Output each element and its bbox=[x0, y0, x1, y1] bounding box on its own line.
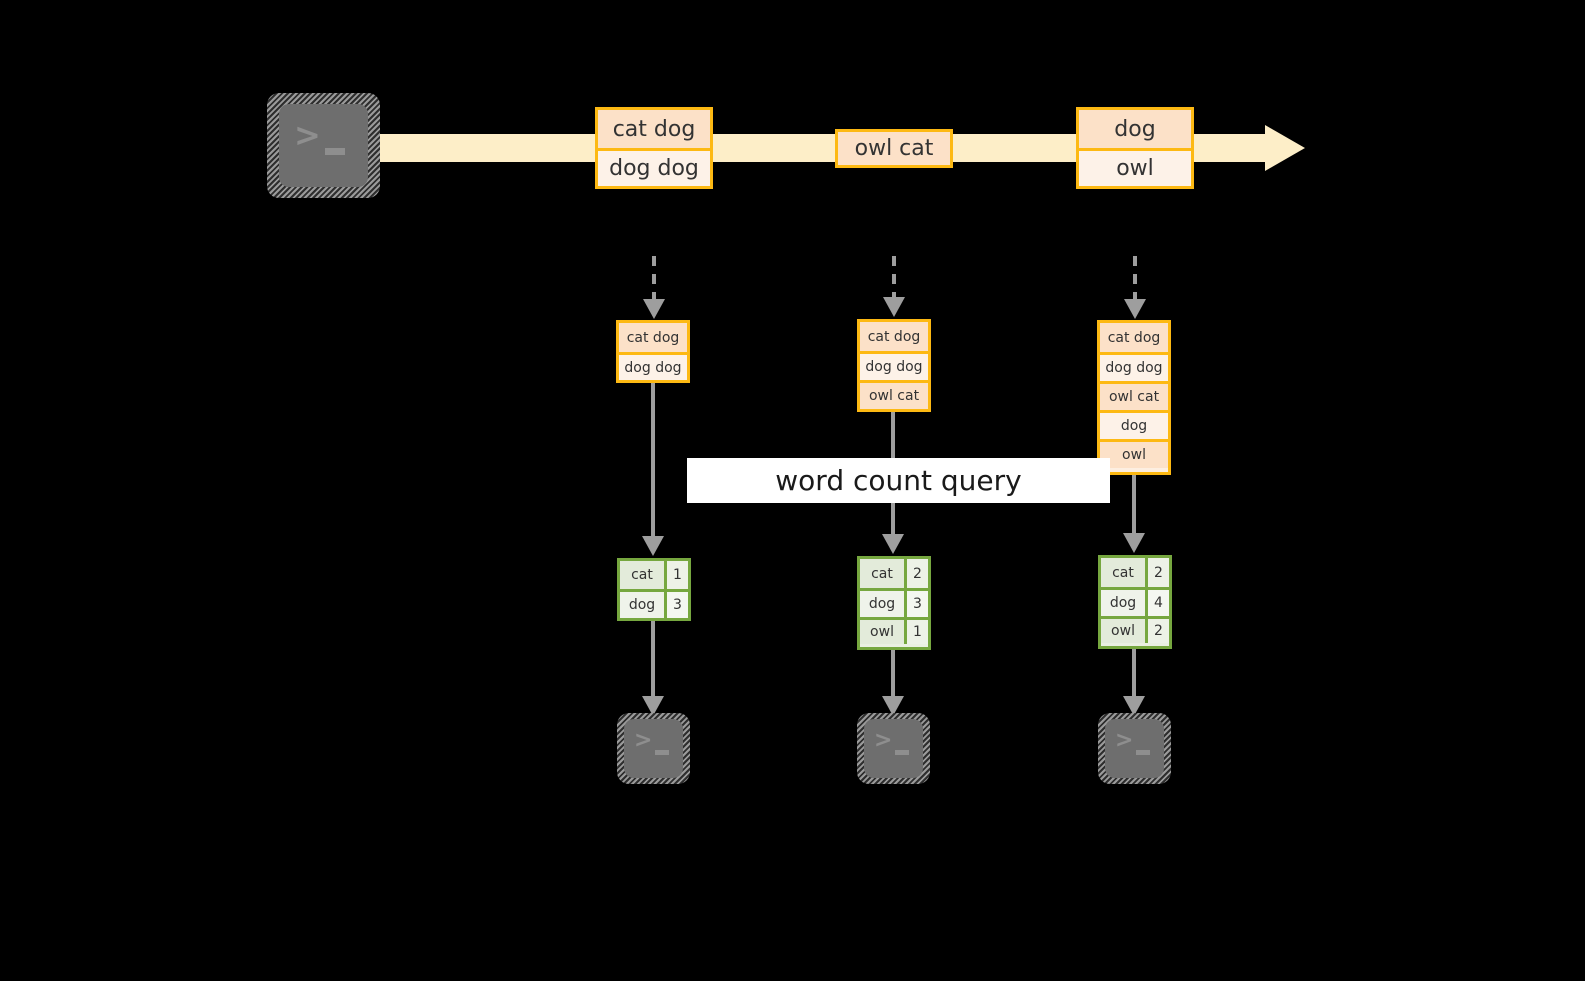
output-connector-1 bbox=[651, 621, 655, 698]
snapshot-line: cat dog bbox=[860, 322, 928, 351]
result-word: cat bbox=[1101, 558, 1145, 587]
snapshot-line: dog bbox=[1100, 410, 1168, 439]
consumer-terminal-1[interactable]: > bbox=[617, 713, 690, 784]
terminal-prompt-icon: > bbox=[1115, 728, 1134, 753]
query-connector-2-arrowhead-icon bbox=[882, 534, 904, 554]
snapshot-1[interactable]: cat dog dog dog bbox=[616, 320, 690, 383]
terminal-screen bbox=[279, 104, 368, 187]
stream-event-3[interactable]: dog owl bbox=[1076, 107, 1194, 189]
stream-event-line: owl bbox=[1079, 148, 1191, 186]
result-count: 4 bbox=[1145, 590, 1169, 616]
terminal-screen bbox=[624, 719, 683, 778]
snapshot-line: dog dog bbox=[860, 351, 928, 380]
consumer-terminal-3[interactable]: > bbox=[1098, 713, 1171, 784]
dashed-connector-1 bbox=[652, 256, 656, 304]
snapshot-line: owl bbox=[1100, 439, 1168, 468]
terminal-cursor-icon bbox=[325, 148, 345, 155]
snapshot-line: dog dog bbox=[1100, 352, 1168, 381]
result-count: 1 bbox=[664, 561, 688, 589]
output-connector-3 bbox=[1132, 649, 1136, 698]
result-row: cat 2 bbox=[1101, 558, 1169, 587]
output-connector-1-arrowhead-icon bbox=[642, 696, 664, 716]
result-row: dog 3 bbox=[860, 588, 928, 617]
result-table-1[interactable]: cat 1 dog 3 bbox=[617, 558, 691, 621]
result-word: dog bbox=[620, 592, 664, 618]
terminal-prompt-icon: > bbox=[634, 728, 653, 753]
stream-event-line: cat dog bbox=[598, 110, 710, 148]
result-count: 2 bbox=[1145, 619, 1169, 643]
result-row: dog 3 bbox=[620, 589, 688, 618]
snapshot-line: dog dog bbox=[619, 352, 687, 380]
dashed-connector-3-arrowhead-icon bbox=[1124, 299, 1146, 319]
output-connector-2 bbox=[891, 650, 895, 698]
result-row: cat 2 bbox=[860, 559, 928, 588]
query-connector-3 bbox=[1132, 475, 1136, 536]
terminal-cursor-icon bbox=[895, 750, 909, 755]
result-count: 3 bbox=[904, 591, 928, 617]
result-row: owl 1 bbox=[860, 617, 928, 644]
query-label: word count query bbox=[687, 458, 1110, 503]
terminal-screen bbox=[864, 719, 923, 778]
snapshot-line: owl cat bbox=[860, 380, 928, 409]
result-word: dog bbox=[860, 591, 904, 617]
output-connector-2-arrowhead-icon bbox=[882, 696, 904, 716]
result-count: 2 bbox=[1145, 558, 1169, 587]
terminal-prompt-icon: > bbox=[294, 116, 321, 154]
stream-event-line: dog bbox=[1079, 110, 1191, 148]
terminal-cursor-icon bbox=[655, 750, 669, 755]
producer-terminal[interactable]: > bbox=[267, 93, 380, 198]
snapshot-3[interactable]: cat dog dog dog owl cat dog owl bbox=[1097, 320, 1171, 475]
dashed-connector-2 bbox=[892, 256, 896, 302]
dashed-connector-1-arrowhead-icon bbox=[643, 299, 665, 319]
result-word: cat bbox=[620, 561, 664, 589]
result-row: owl 2 bbox=[1101, 616, 1169, 643]
result-count: 2 bbox=[904, 559, 928, 588]
query-connector-3-arrowhead-icon bbox=[1123, 533, 1145, 553]
output-connector-3-arrowhead-icon bbox=[1123, 696, 1145, 716]
result-table-2[interactable]: cat 2 dog 3 owl 1 bbox=[857, 556, 931, 650]
stream-event-line: owl cat bbox=[838, 132, 950, 165]
snapshot-line: cat dog bbox=[619, 323, 687, 352]
dashed-connector-3 bbox=[1133, 256, 1137, 304]
dashed-connector-2-arrowhead-icon bbox=[883, 297, 905, 317]
query-connector-1-arrowhead-icon bbox=[642, 536, 664, 556]
stream-arrowhead-icon bbox=[1265, 125, 1305, 171]
query-connector-1 bbox=[651, 383, 655, 538]
stream-event-1[interactable]: cat dog dog dog bbox=[595, 107, 713, 189]
stream-event-line: dog dog bbox=[598, 148, 710, 186]
result-row: cat 1 bbox=[620, 561, 688, 589]
result-count: 3 bbox=[664, 592, 688, 618]
consumer-terminal-2[interactable]: > bbox=[857, 713, 930, 784]
terminal-cursor-icon bbox=[1136, 750, 1150, 755]
snapshot-2[interactable]: cat dog dog dog owl cat bbox=[857, 319, 931, 412]
result-word: dog bbox=[1101, 590, 1145, 616]
result-table-3[interactable]: cat 2 dog 4 owl 2 bbox=[1098, 555, 1172, 649]
result-word: cat bbox=[860, 559, 904, 588]
snapshot-line: owl cat bbox=[1100, 381, 1168, 410]
result-word: owl bbox=[860, 620, 904, 644]
stream-event-2[interactable]: owl cat bbox=[835, 129, 953, 168]
snapshot-line: cat dog bbox=[1100, 323, 1168, 352]
result-word: owl bbox=[1101, 619, 1145, 643]
terminal-prompt-icon: > bbox=[874, 728, 893, 753]
result-count: 1 bbox=[904, 620, 928, 644]
result-row: dog 4 bbox=[1101, 587, 1169, 616]
terminal-screen bbox=[1105, 719, 1164, 778]
